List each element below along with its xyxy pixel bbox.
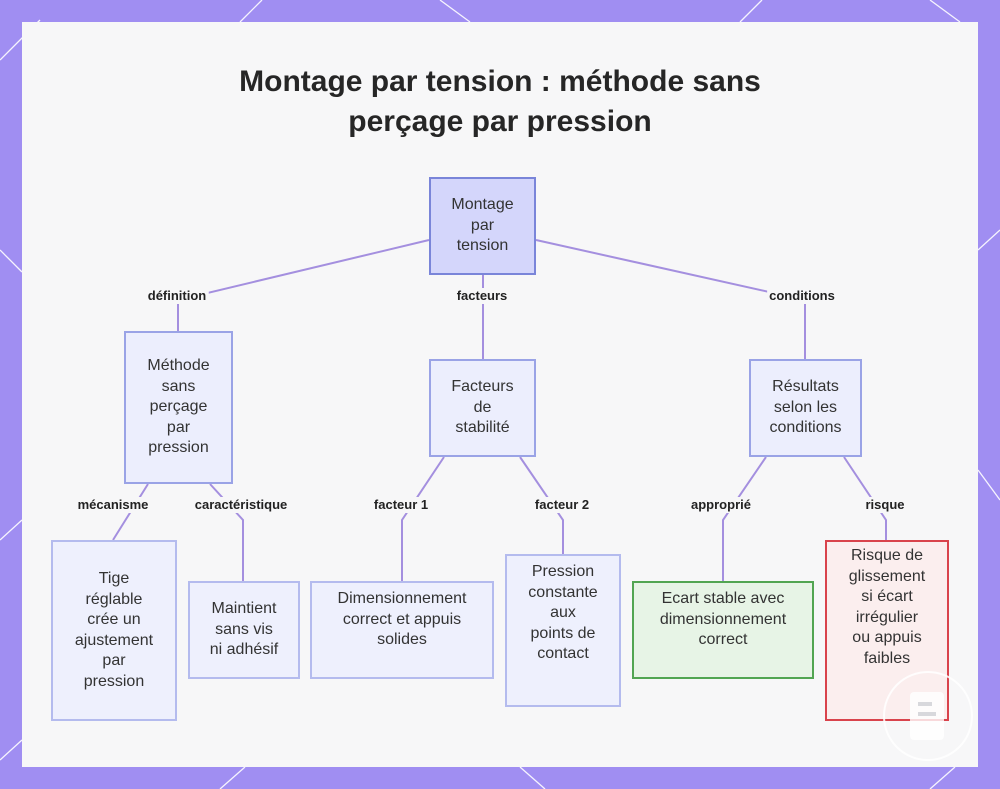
edge-approprie bbox=[723, 457, 766, 581]
edge-label-facteur2: facteur 2 bbox=[533, 497, 591, 513]
edge-conditions bbox=[536, 240, 805, 359]
edge-label-conditions: conditions bbox=[767, 288, 837, 304]
edge-label-mecanisme: mécanisme bbox=[76, 497, 151, 513]
node-dimensionnement-correct: Dimensionnement correct et appuis solide… bbox=[310, 581, 494, 679]
node-pression-constante: Pression constante aux points de contact bbox=[505, 554, 621, 707]
edge-label-caracteristique: caractéristique bbox=[193, 497, 290, 513]
node-ecart-stable: Ecart stable avec dimensionnement correc… bbox=[632, 581, 814, 679]
watermark-logo-icon bbox=[882, 670, 978, 766]
edge-label-definition: définition bbox=[146, 288, 209, 304]
edge-label-approprie: approprié bbox=[689, 497, 753, 513]
node-facteurs-de-stabilite: Facteurs de stabilité bbox=[429, 359, 536, 457]
edge-facteur1 bbox=[402, 457, 444, 581]
node-montage-par-tension: Montage par tension bbox=[429, 177, 536, 275]
edge-label-facteurs: facteurs bbox=[455, 288, 510, 304]
edge-label-risque: risque bbox=[863, 497, 906, 513]
node-maintient-sans-vis: Maintient sans vis ni adhésif bbox=[188, 581, 300, 679]
node-methode-sans-percage: Méthode sans perçage par pression bbox=[124, 331, 233, 484]
node-resultats-selon-conditions: Résultats selon les conditions bbox=[749, 359, 862, 457]
edge-definition bbox=[178, 240, 429, 331]
node-tige-reglable: Tige réglable crée un ajustement par pre… bbox=[51, 540, 177, 721]
edge-label-facteur1: facteur 1 bbox=[372, 497, 430, 513]
